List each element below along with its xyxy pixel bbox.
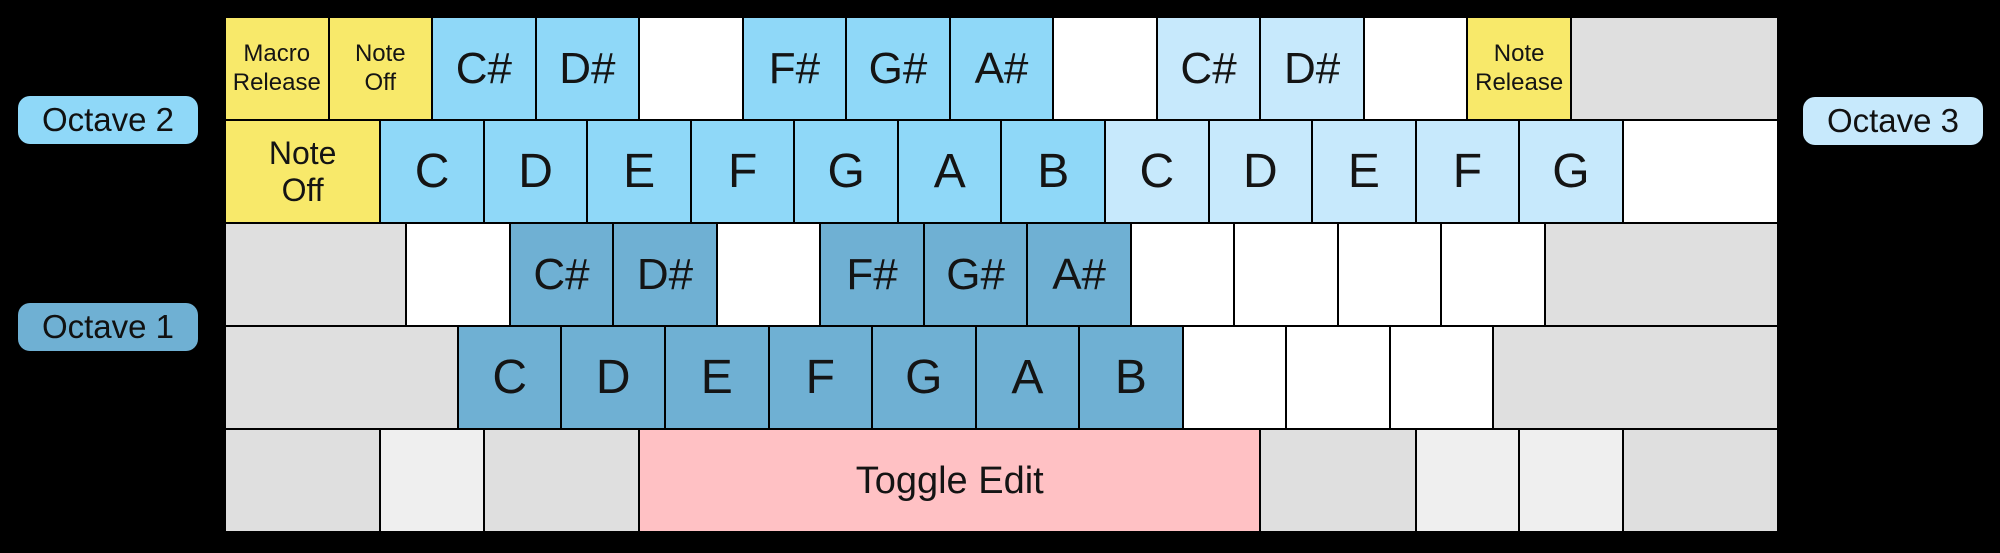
key-blank	[1363, 17, 1468, 120]
octave-3-label: Octave 3	[1803, 97, 1983, 145]
key-modifier	[1570, 17, 1778, 120]
key-modifier	[225, 429, 381, 532]
key-e1: E	[665, 326, 769, 429]
key-f3: F	[1415, 120, 1520, 223]
key-f1: F	[768, 326, 873, 429]
key-c1: C	[457, 326, 562, 429]
key-g1: G	[872, 326, 976, 429]
keyboard-row-5: Toggle Edit	[225, 429, 1778, 532]
key-a1: A	[975, 326, 1080, 429]
keyboard-row-3: C#D# F#G#A#	[225, 223, 1778, 326]
key-blank	[1622, 120, 1778, 223]
key-blank	[1337, 223, 1442, 326]
key-blank	[1182, 326, 1287, 429]
key-blank	[1286, 326, 1390, 429]
key-modifier	[380, 429, 484, 532]
key-toggle-edit: Toggle Edit	[639, 429, 1261, 532]
octave-1-label: Octave 1	[18, 303, 198, 351]
key-modifier	[483, 429, 640, 532]
key-asharp2: A#	[949, 17, 1054, 120]
key-fsharp1: F#	[820, 223, 924, 326]
key-blank	[1441, 223, 1546, 326]
key-c2: C	[380, 120, 484, 223]
key-a2: A	[897, 120, 1002, 223]
key-blank	[1130, 223, 1235, 326]
key-modifier	[225, 223, 407, 326]
key-modifier	[1493, 326, 1778, 429]
key-d2: D	[483, 120, 588, 223]
key-dsharp3: D#	[1260, 17, 1364, 120]
key-g3: G	[1519, 120, 1623, 223]
key-fsharp2: F#	[742, 17, 847, 120]
key-e3: E	[1312, 120, 1416, 223]
key-modifier	[225, 326, 458, 429]
key-b1: B	[1079, 326, 1183, 429]
key-modifier	[1519, 429, 1623, 532]
key-g2: G	[794, 120, 898, 223]
key-csharp2: C#	[432, 17, 536, 120]
key-blank	[1053, 17, 1157, 120]
key-blank	[639, 17, 743, 120]
octave-2-label: Octave 2	[18, 96, 198, 144]
key-blank	[406, 223, 510, 326]
key-blank	[716, 223, 821, 326]
key-asharp1: A#	[1027, 223, 1131, 326]
key-csharp1: C#	[509, 223, 614, 326]
key-modifier	[1622, 429, 1778, 532]
key-modifier	[1260, 429, 1416, 532]
key-blank	[1389, 326, 1494, 429]
key-dsharp1: D#	[613, 223, 717, 326]
key-blank	[1234, 223, 1338, 326]
key-d3: D	[1208, 120, 1313, 223]
key-b2: B	[1001, 120, 1106, 223]
key-modifier	[1415, 429, 1520, 532]
key-modifier	[1545, 223, 1778, 326]
key-e2: E	[587, 120, 691, 223]
key-c3: C	[1105, 120, 1209, 223]
key-gsharp2: G#	[846, 17, 950, 120]
key-f2: F	[690, 120, 795, 223]
key-csharp3: C#	[1156, 17, 1261, 120]
key-gsharp1: G#	[923, 223, 1028, 326]
key-d1: D	[561, 326, 665, 429]
key-dsharp2: D#	[535, 17, 640, 120]
